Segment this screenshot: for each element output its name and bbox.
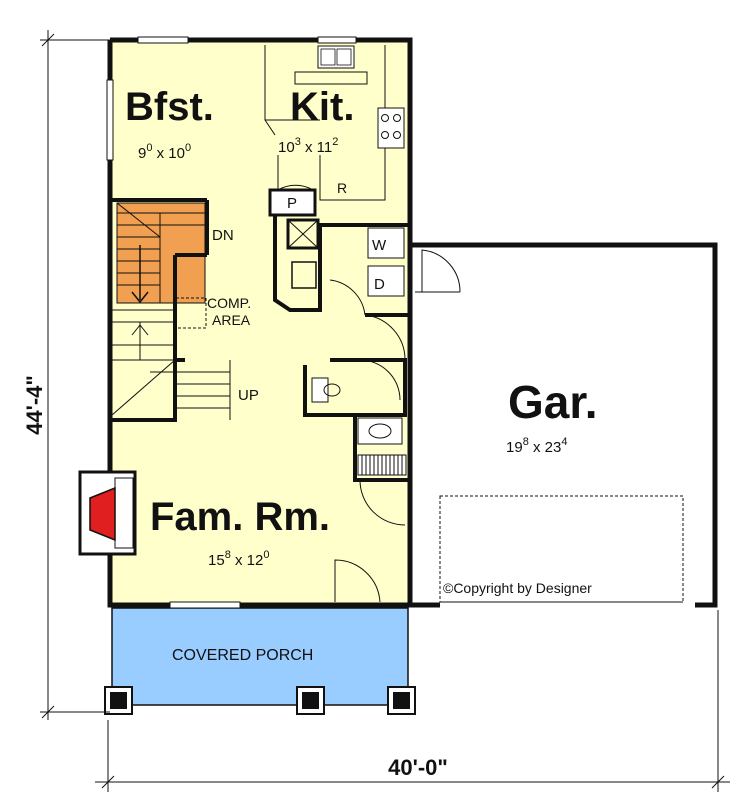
- label-range: R: [337, 180, 347, 196]
- label-pantry: P: [287, 195, 297, 212]
- stairs-up: [111, 309, 231, 420]
- pantry: [268, 188, 317, 217]
- label-comp-area-1: COMP.: [207, 295, 251, 311]
- room-name-family: Fam. Rm.: [150, 495, 330, 539]
- house-exterior-walls: [107, 37, 413, 608]
- house-floor: [110, 40, 410, 605]
- label-washer: W: [372, 237, 387, 254]
- label-comp-area-2: AREA: [212, 312, 251, 328]
- label-stairs-up: UP: [238, 387, 259, 404]
- fireplace: [78, 470, 137, 556]
- toilet: [311, 377, 329, 403]
- label-stairs-down: DN: [212, 227, 234, 244]
- vanity: [357, 417, 403, 445]
- front-door: [334, 559, 381, 603]
- room-size-garage: 198 x 234: [506, 436, 567, 456]
- label-dryer: D: [374, 276, 385, 293]
- interior-walls: [110, 215, 410, 482]
- coat-closet: [357, 454, 407, 476]
- dimension-depth-line: [40, 30, 110, 720]
- range: [377, 107, 405, 149]
- room-size-breakfast: 90 x 100: [138, 142, 191, 162]
- kitchen-island: [294, 71, 368, 85]
- porch-column: [104, 686, 133, 715]
- room-name-breakfast: Bfst.: [125, 85, 214, 129]
- room-size-kitchen: 103 x 112: [278, 136, 338, 156]
- dryer: [367, 265, 405, 297]
- label-porch: COVERED PORCH: [172, 647, 313, 664]
- room-name-kitchen: Kit.: [290, 85, 354, 129]
- copyright-text: ©Copyright by Designer: [443, 580, 592, 596]
- room-size-family: 158 x 120: [208, 549, 269, 569]
- room-name-garage: Gar.: [508, 376, 598, 428]
- comp-area-desk: [175, 297, 207, 329]
- dimension-depth-text: 44'-4": [22, 375, 47, 435]
- garage-entry-door: [421, 249, 461, 293]
- covered-porch: [111, 607, 409, 706]
- kitchen-sink: [317, 45, 355, 69]
- dimension-width-text: 40'-0": [388, 755, 448, 780]
- dimension-width-line: [95, 610, 730, 792]
- garage-walls: [410, 242, 718, 608]
- washer: [367, 227, 405, 259]
